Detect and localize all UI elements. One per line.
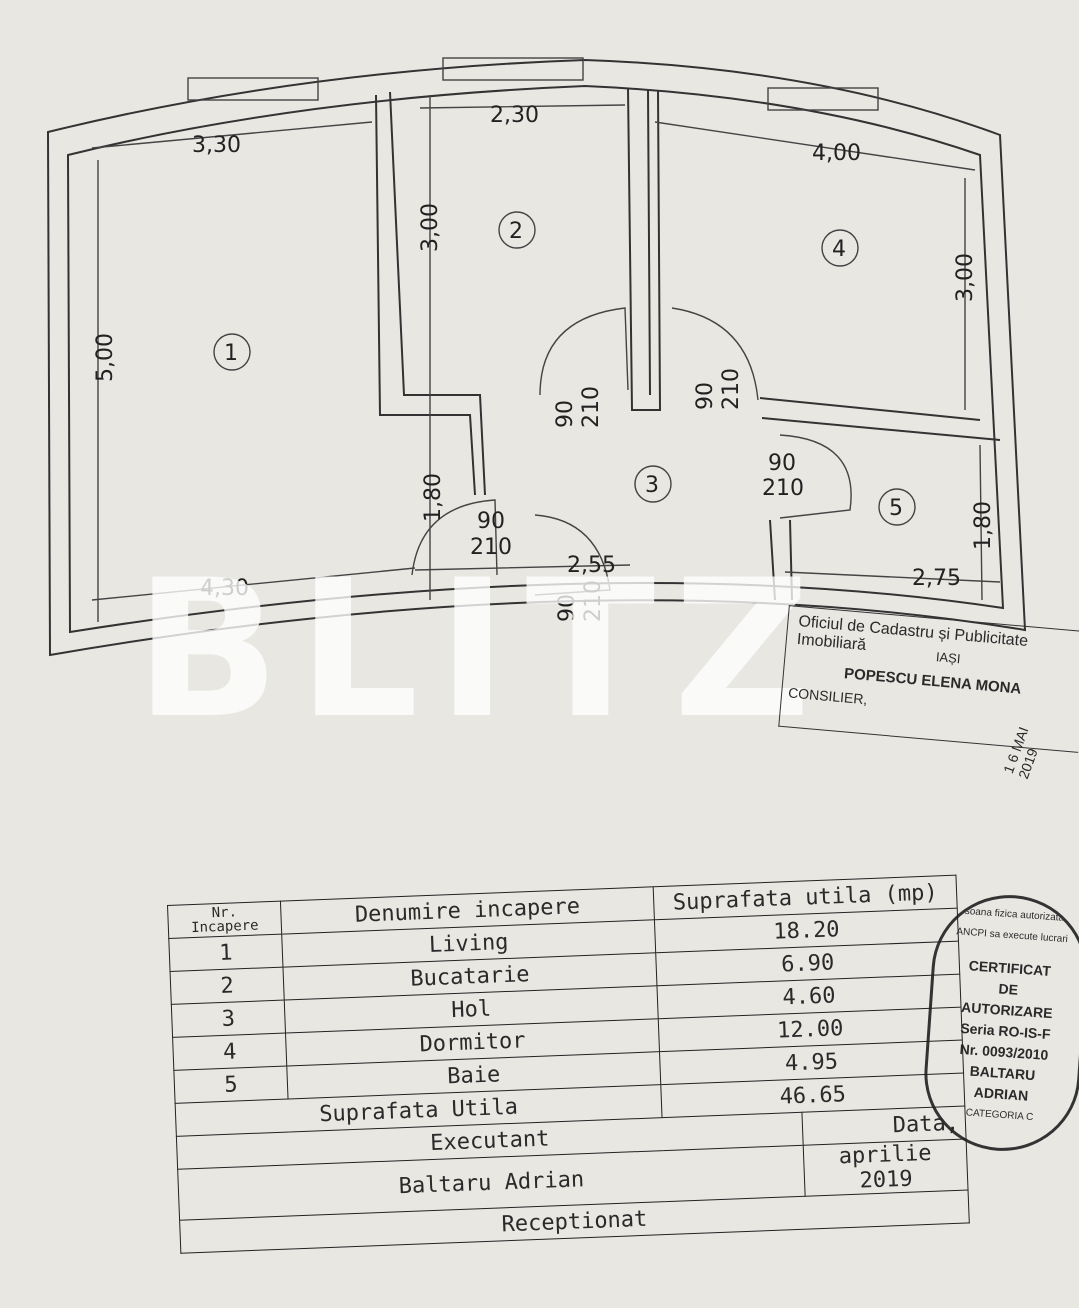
room-5-number: 5 (889, 496, 903, 521)
date-value: aprilie 2019 (803, 1138, 969, 1197)
row-2-nr: 2 (170, 967, 285, 1005)
dim-hall-width: 2,55 (567, 553, 616, 578)
room-4-marker (821, 229, 859, 267)
stamp-name: POPESCU ELENA MONA (843, 665, 1022, 698)
room-1-marker (213, 333, 251, 371)
row-3-nr: 3 (171, 1000, 286, 1038)
room-3-number: 3 (645, 473, 659, 498)
header-nr: Nr. Incapere (167, 901, 282, 939)
dim-room2-width: 2,30 (490, 103, 539, 128)
wall-room1-room2 (375, 91, 486, 496)
row-1-nr: 1 (168, 934, 283, 972)
door-room5-height: 210 (762, 476, 804, 501)
dim-room4-width: 4,00 (812, 141, 861, 166)
dim-room2-depth: 3,00 (418, 203, 443, 252)
dim-room1-bottom: 4,30 (200, 576, 249, 601)
door-arc-room5 (779, 434, 852, 519)
window-room1 (187, 77, 319, 101)
dim-hall-depth: 1,80 (421, 473, 446, 522)
door-room2-label: 90 210 (553, 386, 604, 428)
door-room2-width: 90 (553, 400, 578, 428)
door-room4-width: 90 (693, 382, 718, 410)
door-room4-label: 90 210 (693, 368, 744, 410)
room-markers: 1 2 3 4 5 (213, 211, 916, 526)
room-3-marker (634, 465, 672, 503)
door-entrance-label: 90 210 (555, 580, 606, 622)
door-arc-room2 (539, 307, 629, 396)
door-room1-width: 90 (477, 509, 505, 534)
dim-room5-width: 2,75 (912, 566, 961, 591)
window-room4 (767, 87, 879, 111)
dim-lines (91, 95, 1001, 622)
door-arc-room1 (411, 499, 498, 576)
dim-room5-depth: 1,80 (971, 501, 996, 550)
window-room2 (442, 57, 584, 81)
door-room1-height: 210 (470, 535, 512, 560)
room-1-number: 1 (224, 341, 238, 366)
dim-room1-width: 3,30 (192, 133, 241, 158)
door-room5-width: 90 (768, 451, 796, 476)
stamp-role: CONSILIER, (787, 684, 869, 708)
door-arc-room4 (671, 307, 759, 401)
door-arc-entrance (534, 514, 611, 596)
rooms-table: Nr. Incapere Denumire incapere Suprafata… (167, 875, 970, 1254)
row-5-nr: 5 (173, 1066, 289, 1104)
stamp-city: IAȘI (935, 649, 962, 667)
room-4-number: 4 (832, 237, 846, 262)
row-4-nr: 4 (172, 1033, 287, 1071)
dim-room1-depth: 5,00 (93, 333, 118, 382)
door-room2-height: 210 (579, 386, 604, 428)
dim-room4-depth: 3,00 (953, 253, 978, 302)
inner-wall-outline (66, 84, 1005, 634)
door-labels: 90 210 90 210 90 210 90 210 90 210 (470, 368, 804, 622)
door-room4-height: 210 (719, 368, 744, 410)
wall-hall-room5 (759, 397, 1001, 601)
dimension-labels: 3,30 2,30 4,00 5,00 3,00 3,00 1,80 1,80 … (93, 103, 996, 601)
room-5-marker (878, 488, 916, 526)
room-2-marker (498, 211, 536, 249)
wall-room2-room4 (627, 87, 662, 411)
room-2-number: 2 (509, 219, 523, 244)
door-entrance-height: 210 (581, 580, 606, 622)
door-entrance-width: 90 (555, 594, 580, 622)
outer-wall (46, 58, 1027, 657)
